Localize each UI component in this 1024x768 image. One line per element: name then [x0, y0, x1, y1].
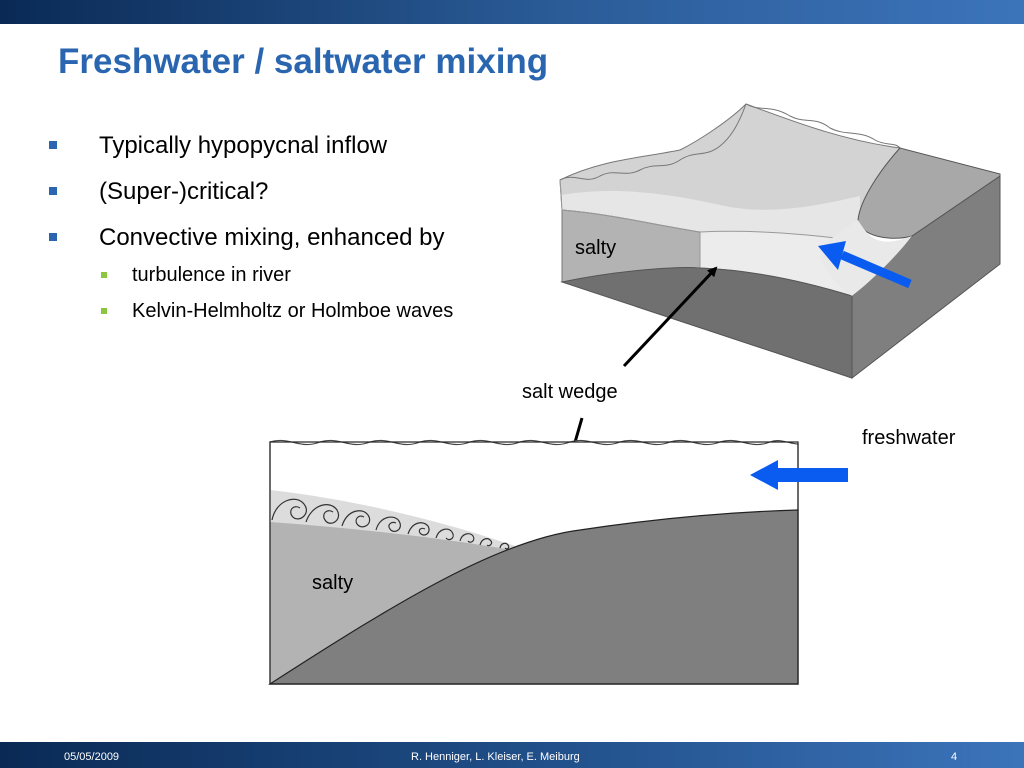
bullet-item: Convective mixing, enhanced by	[49, 224, 445, 252]
salty-label-bottom: salty	[312, 572, 353, 594]
salt-wedge-label: salt wedge	[522, 381, 618, 403]
bullet-text: (Super-)critical?	[99, 178, 269, 205]
sub-bullet-text: turbulence in river	[132, 264, 291, 286]
bullet-square-icon	[49, 233, 57, 241]
footer-page-number: 4	[951, 751, 958, 763]
water-surface-line	[559, 103, 747, 181]
bullet-item: Typically hypopycnal inflow	[49, 132, 388, 160]
freshwater-arrow-shaft	[774, 468, 848, 482]
bullet-square-icon	[49, 141, 57, 149]
bullet-square-icon	[49, 187, 57, 195]
sub-bullet-square-icon	[101, 272, 107, 278]
arrow-head-icon	[750, 460, 778, 490]
bullet-text: Convective mixing, enhanced by	[99, 224, 445, 251]
freshwater-label: freshwater	[862, 427, 956, 449]
sub-bullet-item: Kelvin-Helmholtz or Holmboe waves	[101, 300, 454, 323]
footer-bar: 05/05/2009 R. Henniger, L. Kleiser, E. M…	[0, 742, 1024, 768]
kelvin-helmholtz-billows	[271, 498, 510, 550]
salt-wedge-pointer-top	[622, 266, 718, 368]
block-diagram-3d	[559, 103, 1001, 380]
sub-bullet-item: turbulence in river	[101, 264, 291, 287]
footer-authors: R. Henniger, L. Kleiser, E. Meiburg	[411, 751, 580, 763]
footer-date: 05/05/2009	[64, 751, 120, 763]
water-surface-line	[745, 103, 901, 149]
bullet-text: Typically hypopycnal inflow	[99, 132, 388, 159]
slide-title: Freshwater / saltwater mixing	[58, 42, 549, 81]
estuary-diagram: salty salt wedge freshwater salty	[267, 103, 1001, 685]
cross-section-2d	[267, 439, 848, 685]
sub-bullet-square-icon	[101, 308, 107, 314]
sub-bullet-text: Kelvin-Helmholtz or Holmboe waves	[132, 300, 454, 322]
arrow-head-icon	[818, 241, 846, 270]
seafloor-3d	[560, 267, 853, 379]
bullet-item: (Super-)critical?	[49, 178, 269, 206]
seafloor	[267, 509, 799, 685]
river-inlet-3d	[820, 220, 912, 296]
cross-section-frame	[269, 441, 799, 685]
header-bar	[0, 0, 1024, 24]
freshwater-inflow-arrow-3d	[840, 250, 912, 289]
salty-label-top: salty	[575, 237, 616, 259]
